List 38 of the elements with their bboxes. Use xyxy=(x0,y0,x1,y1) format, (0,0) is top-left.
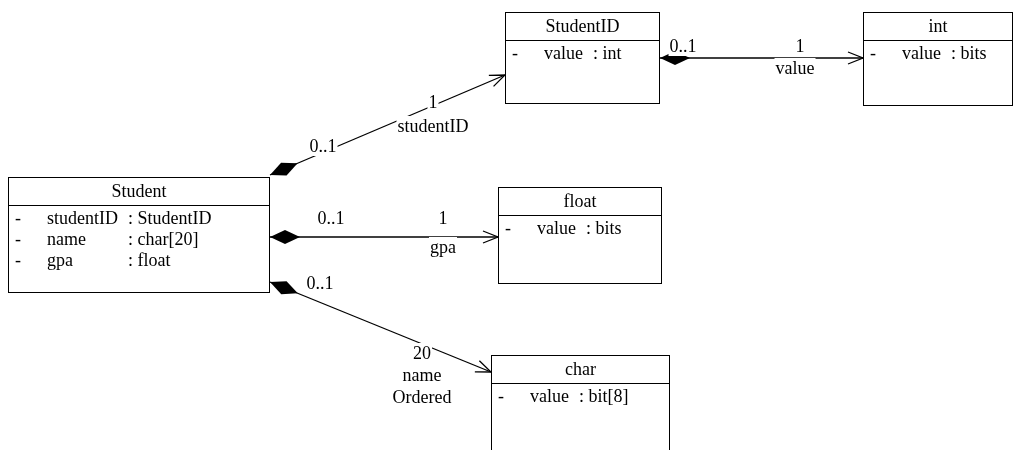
composition-arrow xyxy=(659,51,864,65)
visibility-marker: - xyxy=(512,43,519,64)
class-name: StudentID xyxy=(545,15,620,38)
class-name: Student xyxy=(111,180,167,203)
attribute-name: value xyxy=(530,386,569,407)
visibility-marker: - xyxy=(505,218,512,239)
multiplicity: 0..1 xyxy=(308,136,338,156)
class-name: int xyxy=(928,15,948,38)
visibility-marker: - xyxy=(15,208,22,229)
visibility-marker: - xyxy=(15,250,22,271)
class-box xyxy=(505,12,660,104)
attribute-type: : bits xyxy=(951,43,987,64)
attribute-name: name xyxy=(47,229,87,250)
class-box xyxy=(863,12,1013,106)
role-name: gpa xyxy=(429,237,457,257)
class-box xyxy=(498,187,662,284)
attribute-name: value xyxy=(902,43,941,64)
multiplicity: 0..1 xyxy=(668,36,698,56)
class-box xyxy=(8,177,270,293)
attribute-type: : char[20] xyxy=(128,229,200,250)
visibility-marker: - xyxy=(498,386,505,407)
attribute-type: : float xyxy=(128,250,172,271)
attribute-type: : StudentID xyxy=(128,208,212,229)
class-name: char xyxy=(565,358,596,381)
attribute-type: : bits xyxy=(586,218,622,239)
class-box xyxy=(491,355,670,450)
attribute-name: gpa xyxy=(47,250,74,271)
composition-arrow xyxy=(269,230,499,244)
multiplicity: 1 xyxy=(427,92,439,112)
attribute-name: studentID xyxy=(47,208,118,229)
attribute-name: value xyxy=(544,43,583,64)
visibility-marker: - xyxy=(15,229,22,250)
attribute-name: value xyxy=(537,218,576,239)
visibility-marker: - xyxy=(870,43,877,64)
attribute-type: : int xyxy=(593,43,622,64)
attribute-type: : bit[8] xyxy=(579,386,629,407)
class-name: float xyxy=(563,190,597,213)
composition-arrow xyxy=(269,281,492,373)
